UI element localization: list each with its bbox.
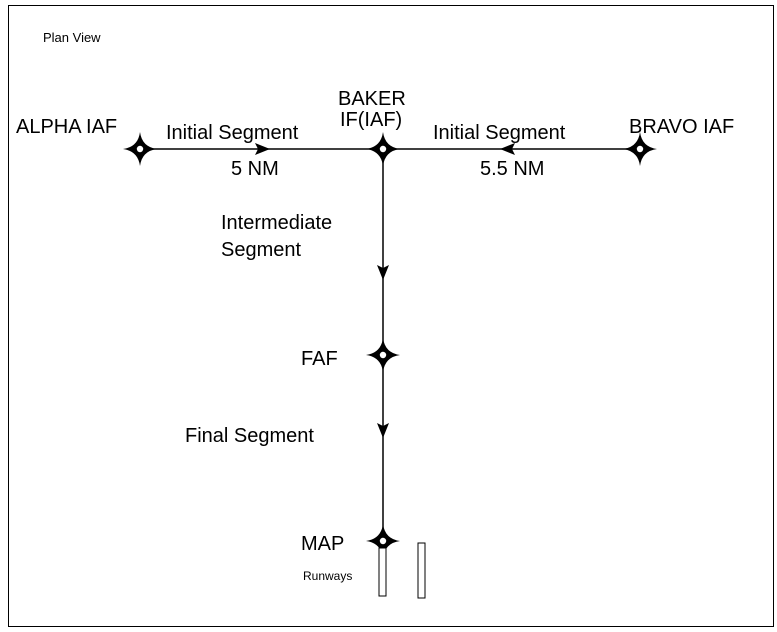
alpha-iaf-fix-icon <box>123 132 157 166</box>
diagram-frame <box>8 5 774 627</box>
runway-icon <box>417 542 426 599</box>
runways-label: Runways <box>303 569 352 583</box>
intermediate-segment-label-line1: Intermediate <box>221 212 332 234</box>
faf-fix-icon <box>366 338 400 372</box>
initial-segment-right-label: Initial Segment <box>433 122 566 144</box>
diagram-title: Plan View <box>43 30 101 45</box>
baker-if-iaf-label: IF(IAF) <box>340 109 402 131</box>
initial-segment-left-label: Initial Segment <box>166 122 299 144</box>
baker-label: BAKER <box>338 88 406 110</box>
arrowhead-icon <box>255 143 270 155</box>
runway-icon <box>378 547 387 597</box>
bravo-iaf-label: BRAVO IAF <box>629 116 734 138</box>
alpha-iaf-label: ALPHA IAF <box>16 116 117 138</box>
arrowhead-icon <box>377 423 389 438</box>
arrowhead-icon <box>377 265 389 280</box>
arrowhead-icon <box>500 143 515 155</box>
initial-segment-left-distance: 5 NM <box>231 158 279 180</box>
intermediate-segment-label-line2: Segment <box>221 239 301 261</box>
baker-if-fix-icon <box>366 132 400 166</box>
final-segment-label: Final Segment <box>185 425 314 447</box>
faf-label: FAF <box>301 348 338 370</box>
initial-segment-right-distance: 5.5 NM <box>480 158 544 180</box>
map-label: MAP <box>301 533 344 555</box>
